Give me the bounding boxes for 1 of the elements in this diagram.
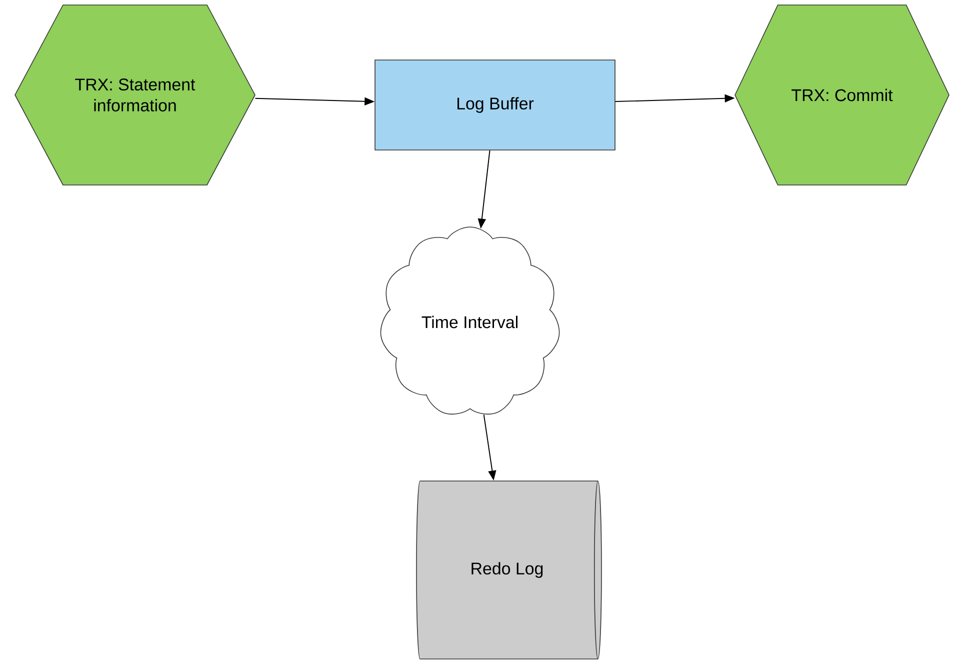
- process-box: Log Buffer: [374, 60, 616, 150]
